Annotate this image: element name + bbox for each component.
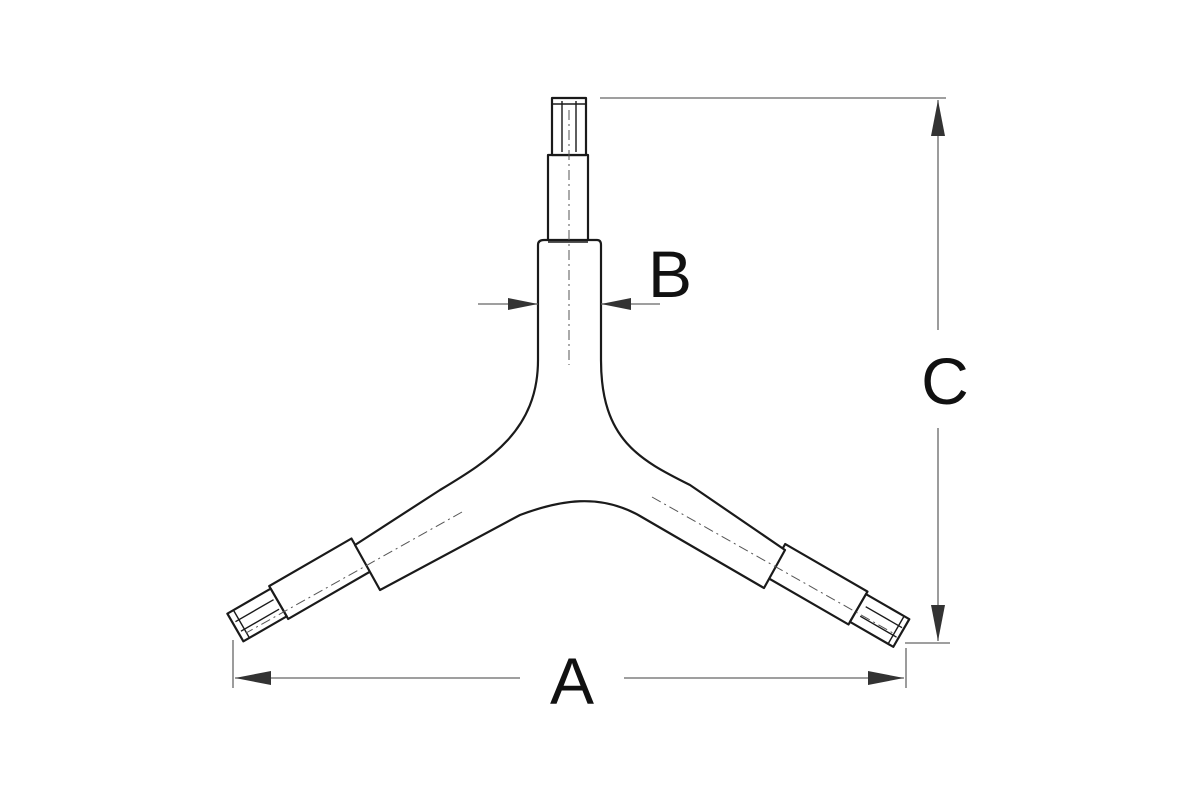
dimension-b: B <box>478 237 692 311</box>
y-wrench <box>226 96 911 648</box>
label-b: B <box>648 237 692 311</box>
y-body <box>353 238 787 592</box>
arrow-a-right <box>868 671 904 685</box>
top-shank <box>546 153 590 243</box>
top-hex-bit <box>546 96 590 243</box>
arrow-b-right <box>601 298 631 310</box>
right-hex-bit <box>765 542 911 648</box>
arrow-a-left <box>235 671 271 685</box>
arrow-c-bottom <box>931 605 945 641</box>
label-c: C <box>921 344 969 418</box>
dimension-c: C <box>600 97 969 644</box>
left-shank <box>268 537 372 621</box>
label-a: A <box>550 644 594 718</box>
right-centerline <box>651 496 894 634</box>
left-hex-tip <box>226 587 288 643</box>
top-hex-tip <box>550 96 588 157</box>
left-centerline <box>245 511 463 634</box>
left-hex-bit <box>226 537 372 643</box>
arrow-b-left <box>508 298 538 310</box>
arrow-c-top <box>931 100 945 136</box>
dimension-a: A <box>232 640 907 718</box>
